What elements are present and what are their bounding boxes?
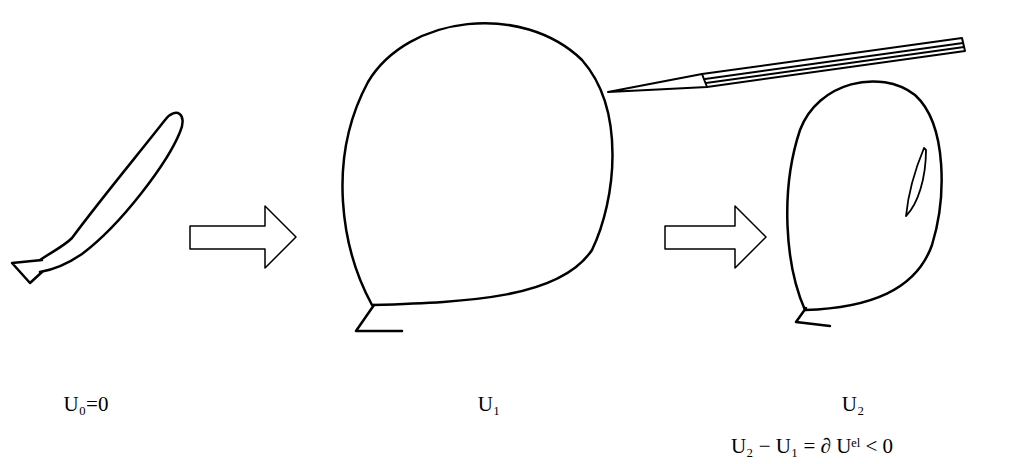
balloon-hole [906, 148, 926, 216]
energy-equation: U₂ − U₁ = ∂ Uᵉˡ < 0 [731, 434, 893, 459]
energy-label: U₀=0 [64, 392, 109, 417]
balloon-knot [356, 305, 402, 331]
balloon-knot [12, 260, 42, 283]
popped-balloon [787, 81, 941, 310]
pencil [608, 38, 965, 92]
energy-label: U₁ [478, 392, 501, 417]
balloon-knot [796, 308, 830, 326]
energy-label: U₂ [842, 392, 865, 417]
deflated-balloon [40, 113, 183, 272]
hollow-arrow [665, 206, 766, 268]
hollow-arrow [190, 206, 296, 268]
inflated-balloon [342, 23, 612, 305]
